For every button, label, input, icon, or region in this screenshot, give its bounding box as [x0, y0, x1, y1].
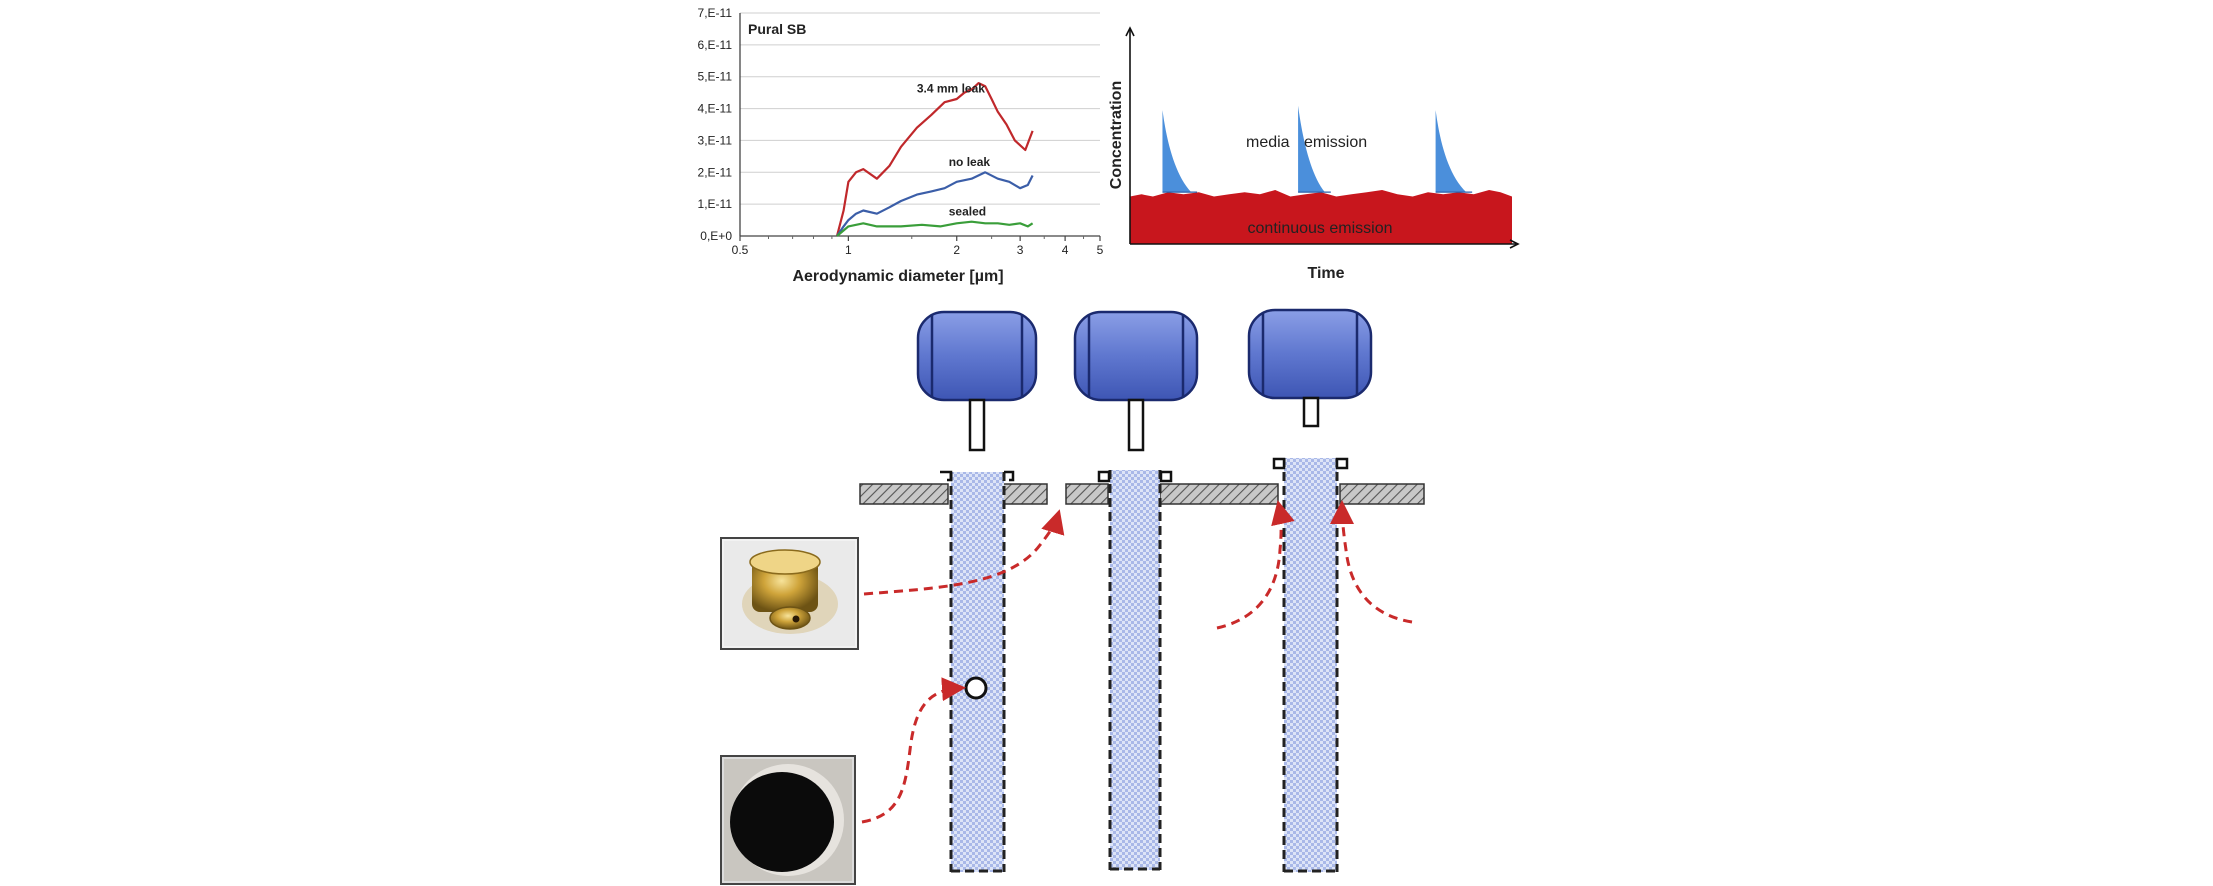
series-line-noleak [836, 171, 1034, 237]
annotation-leak: 3.4 mm leak [917, 82, 985, 96]
drum-leak [916, 310, 1038, 452]
photo-hole [720, 755, 856, 885]
photo-nozzle [720, 537, 859, 650]
drum-noleak [1073, 310, 1199, 452]
x-arrowhead [1509, 239, 1520, 249]
filter-cartridge-leak [951, 472, 1004, 872]
annotation-noleak: no leak [949, 155, 991, 169]
chart-gridlines [740, 12, 1100, 205]
media-emission-peak [1162, 110, 1192, 193]
filter-cartridge-sealed [1284, 458, 1337, 872]
plate-middle-right [1159, 483, 1279, 505]
particle-size-chart: 0,E+0 1,E-11 2,E-11 3,E-11 4,E-11 5,E-11 6,E-1… [698, 6, 1104, 285]
chart-title: Pural SB [748, 21, 806, 37]
seal-leak-right [1004, 470, 1015, 482]
y-tick-label: 3,E-11 [698, 133, 733, 147]
y-tick-label: 1,E-11 [698, 197, 733, 211]
x-tick-label: 4 [1062, 243, 1069, 257]
series-annotations: 3.4 mm leak no leak sealed [917, 82, 991, 219]
annotation-sealed: sealed [949, 204, 986, 218]
media-emission-peaks [1162, 105, 1473, 193]
media-emission-peak [1435, 110, 1467, 193]
arrow-nozzle [863, 509, 1065, 596]
plate-left-right [1002, 483, 1048, 505]
x-tick-label: 1 [845, 243, 852, 257]
media-emission-peak [1298, 105, 1325, 193]
x-tick-label: 0.5 [732, 243, 749, 257]
continuous-emission-label: continuous emission [1248, 220, 1393, 237]
x-tick-label: 3 [1017, 243, 1024, 257]
plate-left [859, 483, 949, 505]
time-axis-label: Time [1307, 265, 1344, 282]
seal-noleak-left [1097, 470, 1111, 483]
seal-sealed-left [1272, 457, 1286, 470]
arrow-bypass-right [1330, 500, 1413, 624]
y-tick-label: 7,E-11 [698, 6, 733, 20]
emission-label: emission [1304, 134, 1367, 151]
media-label: media [1246, 134, 1290, 151]
x-tick-labels: 0.5 1 2 3 4 5 [732, 243, 1104, 257]
emission-schematic-chart: media emission continuous emission Time … [1108, 26, 1520, 282]
filter-cartridge-noleak [1110, 470, 1160, 870]
y-tick-label: 4,E-11 [698, 102, 733, 116]
y-tick-labels: 0,E+0 1,E-11 2,E-11 3,E-11 4,E-11 5,E-11 6,E-1… [698, 6, 733, 243]
seal-noleak-right [1159, 470, 1173, 483]
y-tick-label: 0,E+0 [700, 229, 732, 243]
drum-sealed [1247, 308, 1373, 428]
y-tick-label: 5,E-11 [698, 70, 733, 84]
y-tick-label: 2,E-11 [698, 165, 733, 179]
series-line-leak [835, 82, 1034, 237]
seal-leak-left [940, 470, 953, 482]
y-tick-label: 6,E-11 [698, 38, 733, 52]
chart-series [835, 82, 1034, 237]
x-axis-label: Aerodynamic diameter [µm] [792, 268, 1003, 285]
emission-axes [1125, 26, 1520, 249]
x-tick-label: 5 [1097, 243, 1104, 257]
seal-sealed-right [1335, 457, 1349, 470]
arrow-hole [861, 677, 966, 824]
chart-axes [739, 13, 1101, 241]
series-line-sealed [836, 220, 1034, 237]
leak-hole [964, 676, 988, 700]
plate-middle-left [1065, 483, 1109, 505]
concentration-axis-label: Concentration [1108, 81, 1125, 189]
continuous-emission-area [1130, 190, 1512, 244]
y-arrowhead [1125, 26, 1135, 37]
arrow-bypass-left [1216, 500, 1295, 630]
filter-leak-diagram [720, 308, 1425, 885]
plate-right [1339, 483, 1425, 505]
x-tick-label: 2 [953, 243, 960, 257]
